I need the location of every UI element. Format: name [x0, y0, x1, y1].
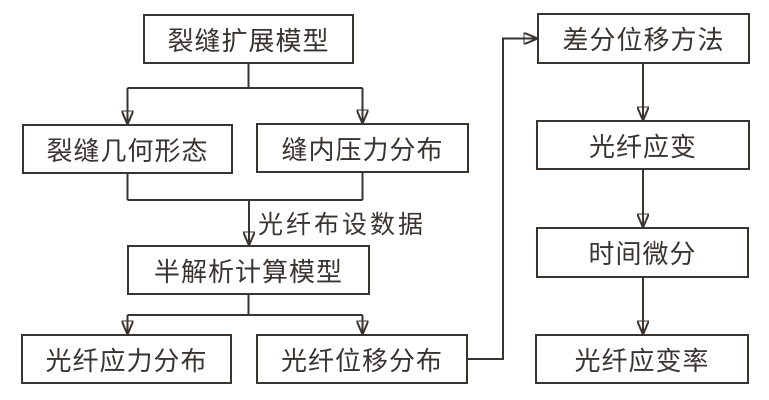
edge-merge-trunk [126, 172, 364, 201]
node-fiber-displacement-distribution: 光纤位移分布 [256, 334, 468, 384]
node-fracture-geometry: 裂缝几何形态 [22, 124, 233, 174]
edge-to-differential-displacement-method [468, 39, 537, 360]
node-fiber-strain-rate: 光纤应变率 [535, 334, 749, 384]
node-time-differentiation: 时间微分 [536, 227, 749, 278]
edge-label-fiber-layout-data: 光纤布设数据 [258, 211, 427, 239]
node-fracture-propagation-model: 裂缝扩展模型 [143, 14, 354, 64]
node-in-fracture-pressure-distribution: 缝内压力分布 [256, 123, 469, 173]
edge-top-split-trunk [127, 64, 363, 89]
node-differential-displacement-method: 差分位移方法 [537, 13, 750, 64]
edge-bottom-split-trunk [127, 295, 363, 316]
node-semi-analytical-calculation-model: 半解析计算模型 [127, 245, 370, 295]
node-fiber-strain: 光纤应变 [536, 120, 750, 170]
node-fiber-stress-distribution: 光纤应力分布 [21, 334, 232, 384]
